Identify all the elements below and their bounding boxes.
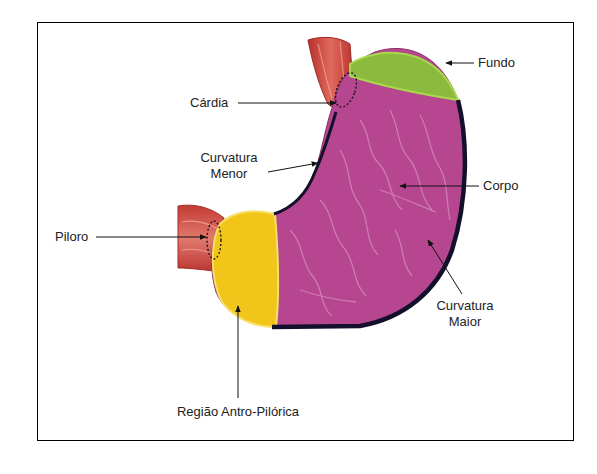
part-label: Região Antro-Pilórica xyxy=(163,404,313,420)
part-label: Piloro xyxy=(55,229,97,245)
leader-line xyxy=(268,163,318,172)
leader-line xyxy=(428,240,462,294)
leader-line xyxy=(238,306,239,398)
antropyloric-region xyxy=(213,211,279,327)
part-label: Fundo xyxy=(478,55,538,71)
cardia-ring xyxy=(331,70,360,110)
mucosa-texture xyxy=(290,110,450,316)
part-label: Curvatura Menor xyxy=(192,150,266,182)
lesser-curvature-line xyxy=(274,112,336,214)
frame-border xyxy=(38,23,574,441)
fundus-region xyxy=(350,53,458,100)
pylorus-ring xyxy=(207,221,221,259)
stomach-body xyxy=(212,48,465,327)
leader-line xyxy=(446,63,474,64)
leader-line xyxy=(238,103,336,104)
leader-line xyxy=(400,186,479,187)
greater-curvature-line xyxy=(272,100,465,327)
leader-lines xyxy=(96,63,479,398)
part-label: Curvatura Maior xyxy=(428,298,502,330)
part-label: Corpo xyxy=(483,178,543,194)
leader-line xyxy=(96,237,206,238)
part-label: Cárdia xyxy=(190,95,236,111)
